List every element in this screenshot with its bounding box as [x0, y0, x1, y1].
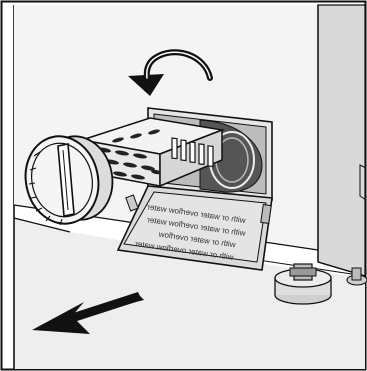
machine-side-panel	[318, 5, 365, 276]
